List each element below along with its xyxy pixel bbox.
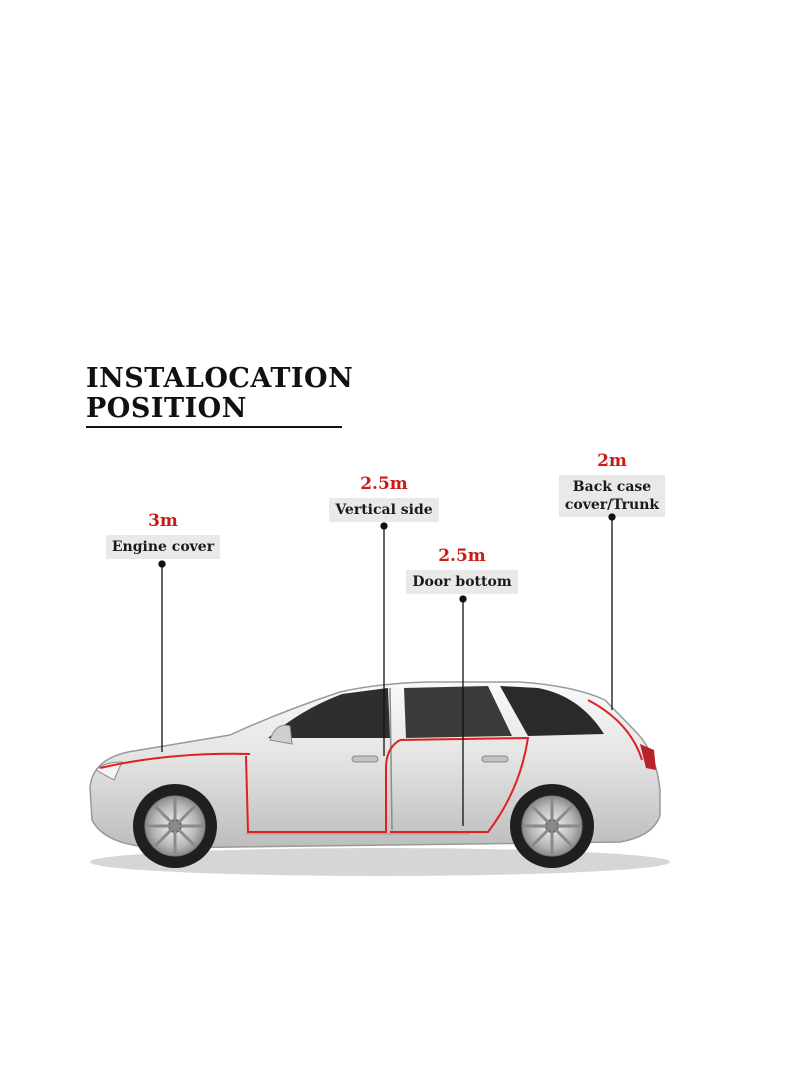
callout-engine-cover: 3m Engine cover: [98, 511, 228, 559]
rear-wheel: [510, 784, 594, 868]
title-underline: [86, 426, 342, 428]
callout-back-case-trunk: 2m Back case cover/Trunk: [546, 451, 678, 517]
callout-label-line-2: cover/Trunk: [564, 497, 660, 513]
rear-window: [404, 686, 512, 738]
seal-trunk: [587, 699, 643, 761]
callout-label: Back case cover/Trunk: [558, 475, 666, 517]
title-line-1: INSTALOCATION: [86, 363, 354, 394]
callout-door-bottom: 2.5m Door bottom: [396, 546, 528, 594]
rear-door-handle: [481, 755, 509, 763]
title-line-2: POSITION: [86, 393, 247, 424]
tail-light: [640, 744, 656, 770]
callout-amount: 2m: [597, 451, 627, 471]
callout-label: Vertical side: [329, 498, 439, 522]
seal-lines: [99, 699, 643, 833]
callout-label-line-1: Back case: [572, 479, 652, 495]
callout-label: Engine cover: [105, 535, 221, 559]
side-mirror: [269, 724, 293, 745]
callout-label: Door bottom: [406, 570, 518, 594]
seal-engine-cover: [99, 752, 251, 769]
front-wheel: [133, 784, 217, 868]
b-pillar-line: [389, 687, 393, 831]
callout-amount: 2.5m: [360, 474, 408, 494]
leader-lines: [158, 513, 616, 826]
seal-vertical-side: [245, 739, 401, 833]
front-door-handle: [351, 755, 379, 763]
callout-amount: 2.5m: [438, 546, 486, 566]
seal-door-bottom: [390, 736, 530, 833]
page-title: INSTALOCATION POSITION: [86, 364, 353, 424]
callout-vertical-side: 2.5m Vertical side: [316, 474, 452, 522]
callout-amount: 3m: [148, 511, 178, 531]
front-window: [268, 688, 390, 738]
quarter-window: [500, 686, 604, 736]
